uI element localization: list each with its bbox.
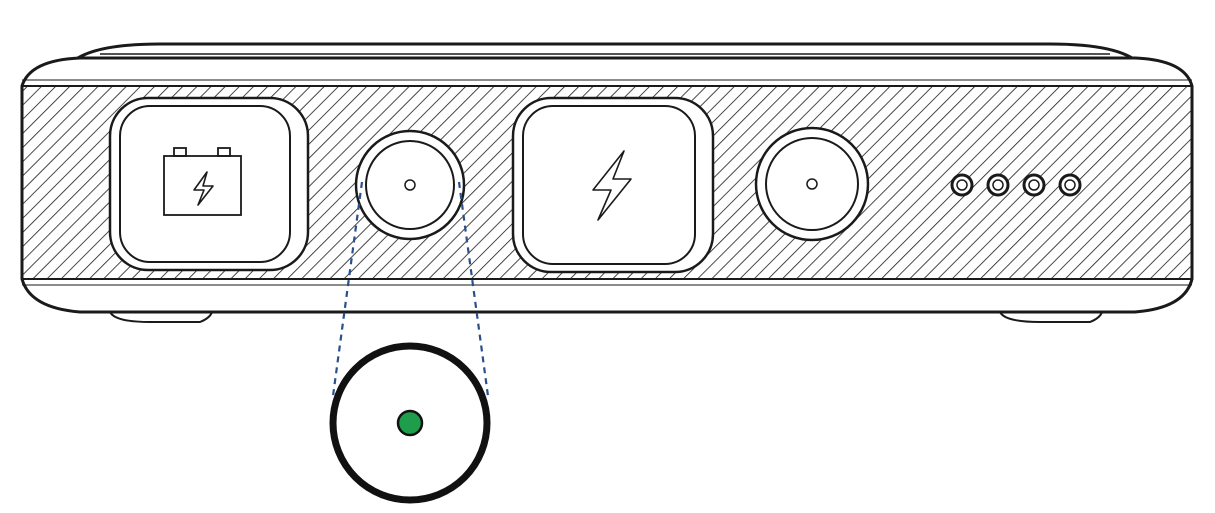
battery-button-face [119,105,291,263]
battery-level-led-4 [1058,173,1082,197]
flashlight-button[interactable] [754,126,870,242]
callout-leaders [331,181,490,397]
battery-level-led-3 [1022,173,1046,197]
indicator-dot-icon [806,178,818,190]
right-foot [999,311,1103,323]
boost-button-face [522,105,696,265]
callout-magnifier [329,342,491,504]
battery-level-led-lens [1064,179,1076,191]
lightning-bolt-icon [592,150,632,221]
device-top-ledge [68,42,1142,66]
callout-leader-right [457,181,490,397]
battery-level-leds [950,173,1082,197]
left-foot [109,311,213,323]
battery-level-led-2 [986,173,1010,197]
battery-level-led-lens [1028,179,1040,191]
battery-bolt-icon [163,147,242,216]
power-button[interactable] [354,129,466,241]
boost-button[interactable] [511,96,715,274]
battery-button[interactable] [108,96,310,272]
callout-leader-left [331,181,364,397]
battery-level-led-lens [956,179,968,191]
indicator-dot-icon [404,179,416,191]
power-indicator-led-on [396,409,424,437]
battery-level-led-lens [992,179,1004,191]
battery-level-led-1 [950,173,974,197]
